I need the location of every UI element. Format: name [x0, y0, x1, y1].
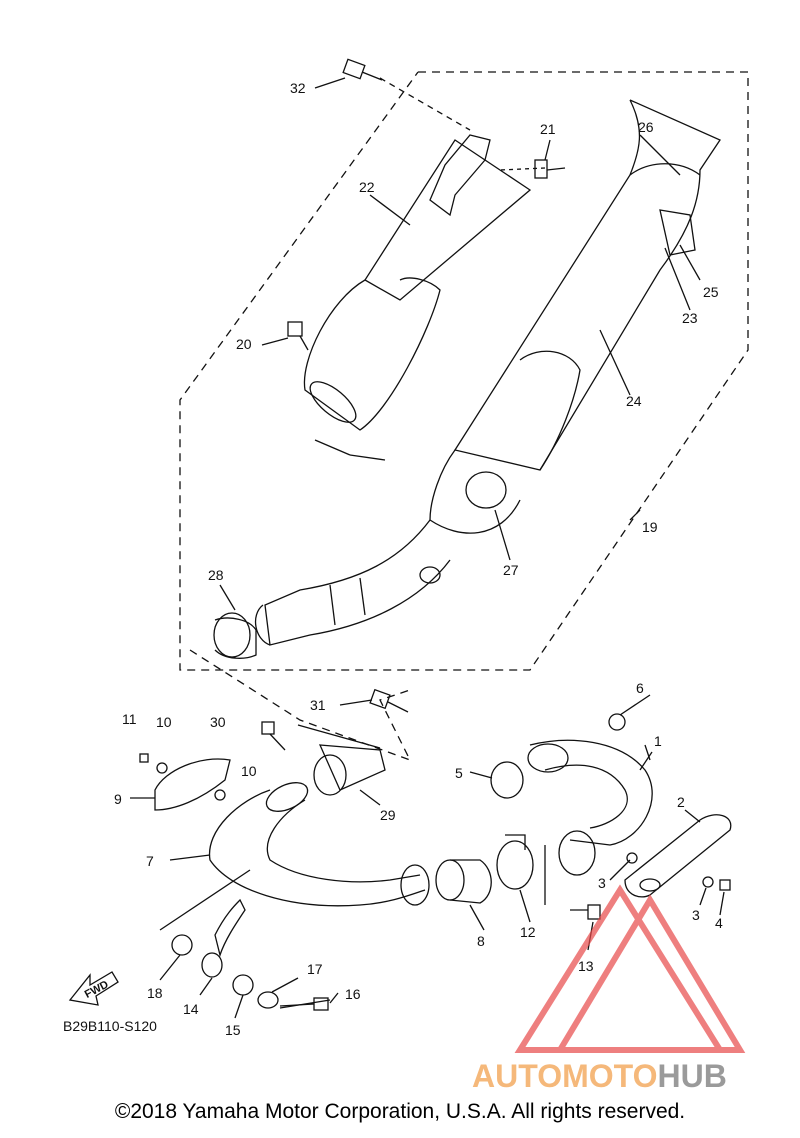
- callout-2: 2: [677, 794, 685, 810]
- bolt-11: [139, 753, 149, 763]
- callout-4: 4: [715, 915, 723, 931]
- callout-11: 11: [122, 711, 137, 727]
- callout-25: 25: [703, 284, 719, 300]
- callout-10a: 10: [156, 714, 172, 730]
- bolt-32: [342, 58, 383, 81]
- callout-32: 32: [290, 80, 306, 96]
- joint-pipe-8: [435, 859, 492, 904]
- callout-31: 31: [310, 697, 326, 713]
- bolt-30: [261, 721, 286, 751]
- callout-29: 29: [380, 807, 396, 823]
- callout-24: 24: [626, 393, 642, 409]
- callout-22: 22: [359, 179, 375, 195]
- callout-28: 28: [208, 567, 224, 583]
- callout-6: 6: [636, 680, 644, 696]
- watermark-brand-part2: HUB: [657, 1058, 727, 1094]
- callout-27: 27: [503, 562, 519, 578]
- callout-14: 14: [183, 1001, 199, 1017]
- bracket-29: [313, 744, 386, 806]
- callout-30: 30: [210, 714, 226, 730]
- callout-5: 5: [455, 765, 463, 781]
- diagram-code: B29B110-S120: [63, 1018, 157, 1034]
- callout-10b: 10: [241, 763, 257, 779]
- watermark-brand-part1: AUTOMOTO: [472, 1058, 658, 1094]
- callout-16: 16: [345, 986, 361, 1002]
- heat-shield: [303, 134, 532, 461]
- callout-23: 23: [682, 310, 698, 326]
- callout-21: 21: [540, 121, 556, 137]
- assembly-boundary: [179, 71, 749, 671]
- callout-3a: 3: [598, 875, 606, 891]
- bolt-20: [287, 321, 309, 351]
- rivet-21: [534, 159, 566, 179]
- nut-6: [608, 713, 626, 731]
- washer-10b: [214, 789, 226, 801]
- callout-20: 20: [236, 336, 252, 352]
- callout-17: 17: [307, 961, 323, 977]
- callout-1: 1: [654, 733, 662, 749]
- watermark-logo-icon: [514, 884, 746, 1053]
- forward-arrow-icon: FWD: [68, 971, 119, 1006]
- callout-7: 7: [146, 853, 154, 869]
- exhaust-pipe-7: [169, 782, 430, 907]
- callout-15: 15: [225, 1022, 241, 1038]
- watermark-brand: AUTOMOTOHUB: [472, 1058, 727, 1095]
- washer-10a: [156, 762, 168, 774]
- mid-pipe: [254, 519, 451, 646]
- callout-18: 18: [147, 985, 163, 1001]
- callout-9: 9: [114, 791, 122, 807]
- bracket-assembly: [159, 869, 331, 1009]
- protector-2: [624, 814, 732, 898]
- bolt-16: [279, 997, 329, 1011]
- callout-3b: 3: [692, 907, 700, 923]
- callout-13: 13: [578, 958, 594, 974]
- exhaust-parts-diagram: FWD 1 2 3 3 4 5 6 7 8 9 10 10 11 12 13 1…: [63, 58, 749, 1053]
- callout-8: 8: [477, 933, 485, 949]
- bolt-13: [544, 845, 601, 920]
- gasket-ring: [213, 612, 257, 659]
- muffler-body: [429, 99, 721, 534]
- copyright-notice: ©2018 Yamaha Motor Corporation, U.S.A. A…: [114, 1100, 686, 1123]
- callout-12: 12: [520, 924, 536, 940]
- heat-guard-9: [130, 758, 231, 811]
- bolt-31: [339, 688, 409, 713]
- clamp-12: [496, 834, 534, 890]
- bolt-4: [719, 879, 731, 891]
- callout-19: 19: [642, 519, 658, 535]
- washer-3a: [626, 852, 638, 864]
- gasket-5: [490, 761, 524, 799]
- callout-26: 26: [638, 119, 654, 135]
- washer-3b: [702, 876, 714, 888]
- collector-pipe-1: [527, 739, 653, 876]
